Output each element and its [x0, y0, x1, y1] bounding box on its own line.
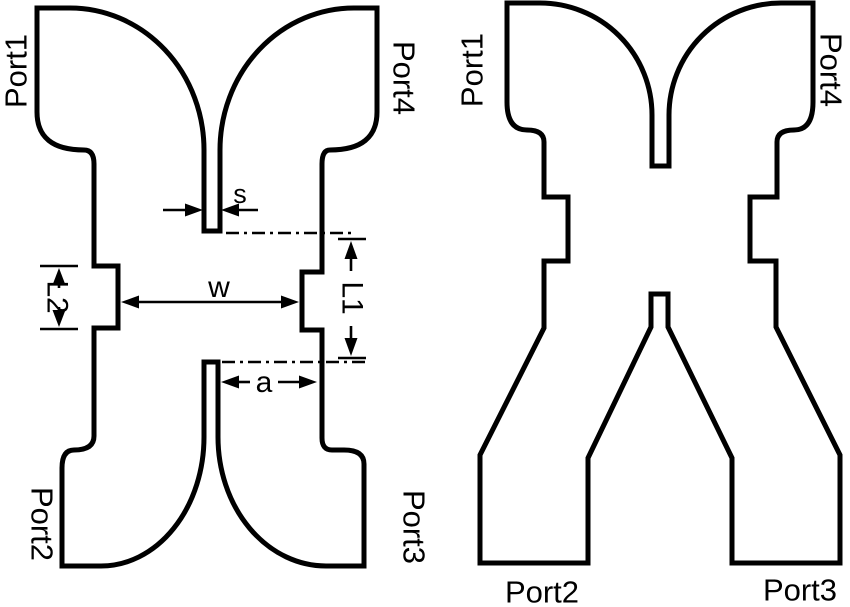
left-coupler-outline — [34, 5, 380, 569]
l1-dimension-label: L1 — [336, 281, 369, 314]
arrowhead-left-icon — [221, 375, 239, 389]
dimension-l2: L2 — [40, 264, 78, 331]
arrowhead-left-icon — [221, 203, 239, 217]
arrowhead-left-icon — [121, 295, 139, 309]
left-figure-port2-label: Port2 — [25, 487, 60, 561]
left-figure-port4-label: Port4 — [387, 41, 422, 115]
arrowhead-up-icon — [344, 241, 358, 259]
right-figure-port2-label: Port2 — [505, 575, 579, 607]
left-coupler-figure: s w a L1 — [0, 5, 432, 569]
dimension-s: s — [163, 179, 258, 217]
right-coupler-outline — [477, 0, 843, 566]
arrowhead-up-icon — [52, 268, 66, 285]
dimension-a: a — [221, 366, 317, 399]
arrowhead-down-icon — [344, 338, 358, 356]
arrowhead-down-icon — [52, 310, 66, 327]
arrowhead-right-icon — [281, 295, 299, 309]
right-figure-port3-label: Port3 — [763, 573, 837, 607]
l2-dimension-label: L2 — [41, 280, 74, 313]
dimension-l1: L1 — [336, 237, 369, 360]
right-figure-port1-label: Port1 — [455, 33, 490, 107]
left-figure-port1-label: Port1 — [0, 34, 34, 108]
right-coupler-figure: Port1 Port4 Port2 Port3 — [455, 0, 849, 607]
arrowhead-right-icon — [299, 375, 317, 389]
right-figure-port4-label: Port4 — [814, 33, 849, 107]
s-dimension-label: s — [233, 179, 247, 209]
arrowhead-right-icon — [185, 203, 203, 217]
left-figure-port3-label: Port3 — [397, 490, 432, 564]
w-dimension-label: w — [207, 271, 230, 304]
dimension-w: w — [121, 271, 299, 309]
a-dimension-label: a — [256, 366, 273, 399]
